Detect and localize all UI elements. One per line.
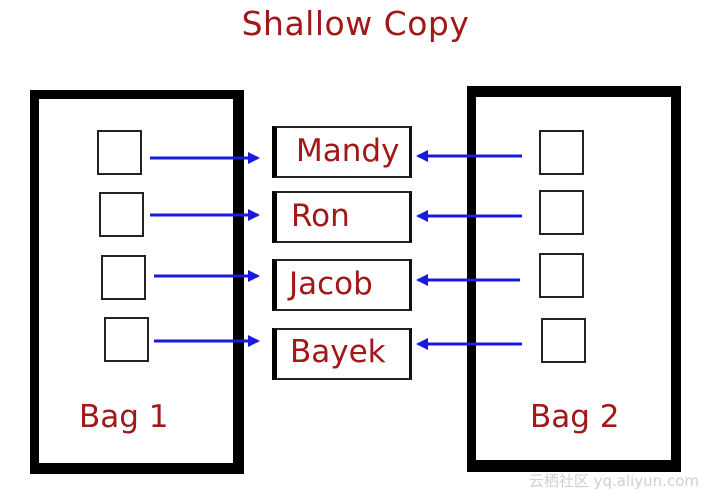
bag-1-slot-4 [104,317,149,362]
bag-2-slot-1 [539,130,584,175]
bag-1-slot-3 [101,255,146,300]
bag-2-slot-2 [539,190,584,235]
bag-2-slot-3 [539,253,584,298]
name-mandy: Mandy [296,133,400,169]
name-jacob: Jacob [289,266,373,302]
name-box-jacob [272,259,412,311]
bag-1-slot-2 [99,192,144,237]
name-ron: Ron [291,198,350,234]
bag-1-slot-1 [97,130,142,175]
name-box-mandy [272,126,412,178]
bag-1-label: Bag 1 [79,399,169,435]
name-box-bayek [272,328,412,380]
name-bayek: Bayek [290,334,386,370]
bag-2-slot-4 [541,318,586,363]
name-box-ron [272,191,412,243]
bag-2-label: Bag 2 [530,399,620,435]
diagram-title: Shallow Copy [241,4,470,43]
watermark: 云栖社区 yq.aliyun.com [528,472,699,490]
